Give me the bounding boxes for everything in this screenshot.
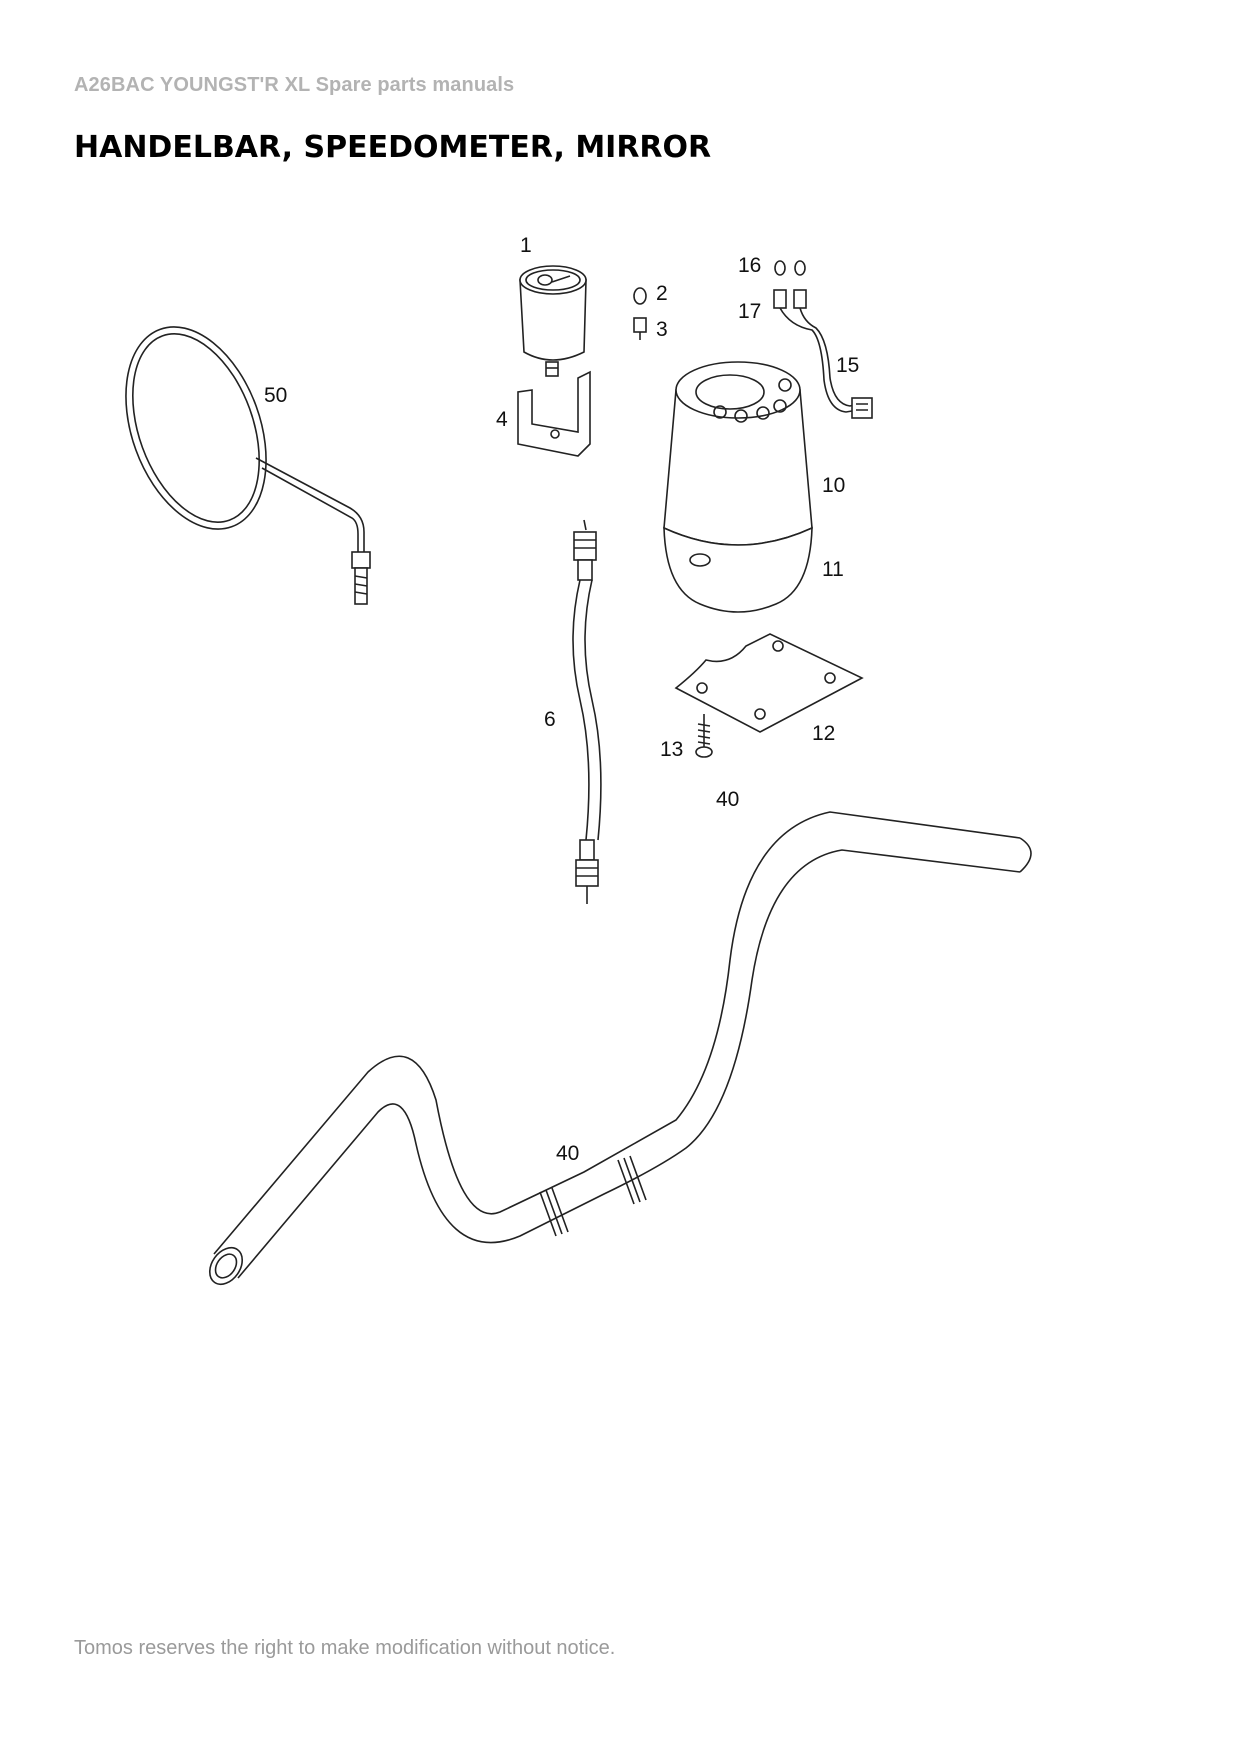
speedometer-cable-drawing	[572, 519, 602, 904]
part-label-1: 1	[520, 234, 532, 257]
lower-cover-drawing	[663, 526, 813, 613]
part-label-15: 15	[836, 354, 859, 377]
part-label-40-handlebar: 40	[556, 1142, 579, 1165]
page-title: HANDELBAR, SPEEDOMETER, MIRROR	[74, 130, 712, 165]
headlight-housing-drawing	[663, 361, 813, 546]
part-label-17: 17	[738, 300, 761, 323]
part-label-6: 6	[544, 708, 556, 731]
speedometer-drawing	[519, 265, 587, 377]
mirror-drawing	[125, 326, 371, 605]
part-label-50: 50	[264, 384, 287, 407]
part-label-3: 3	[656, 318, 668, 341]
part-label-13: 13	[660, 738, 683, 761]
handlebar-drawing	[208, 811, 1032, 1286]
part-label-12: 12	[812, 722, 835, 745]
wiring-harness-drawing	[773, 260, 873, 419]
bulb-drawing	[633, 287, 647, 340]
part-label-10: 10	[822, 474, 845, 497]
part-label-16: 16	[738, 254, 761, 277]
part-label-2: 2	[656, 282, 668, 305]
screw-drawing	[695, 714, 713, 758]
running-header: A26BAC YOUNGST'R XL Spare parts manuals	[74, 74, 515, 96]
mounting-plate-drawing	[674, 633, 864, 733]
footer-disclaimer: Tomos reserves the right to make modific…	[74, 1637, 616, 1659]
part-label-4: 4	[496, 408, 508, 431]
part-label-40-screw: 40	[716, 788, 739, 811]
part-label-11: 11	[822, 558, 844, 581]
bracket-drawing	[517, 370, 591, 457]
